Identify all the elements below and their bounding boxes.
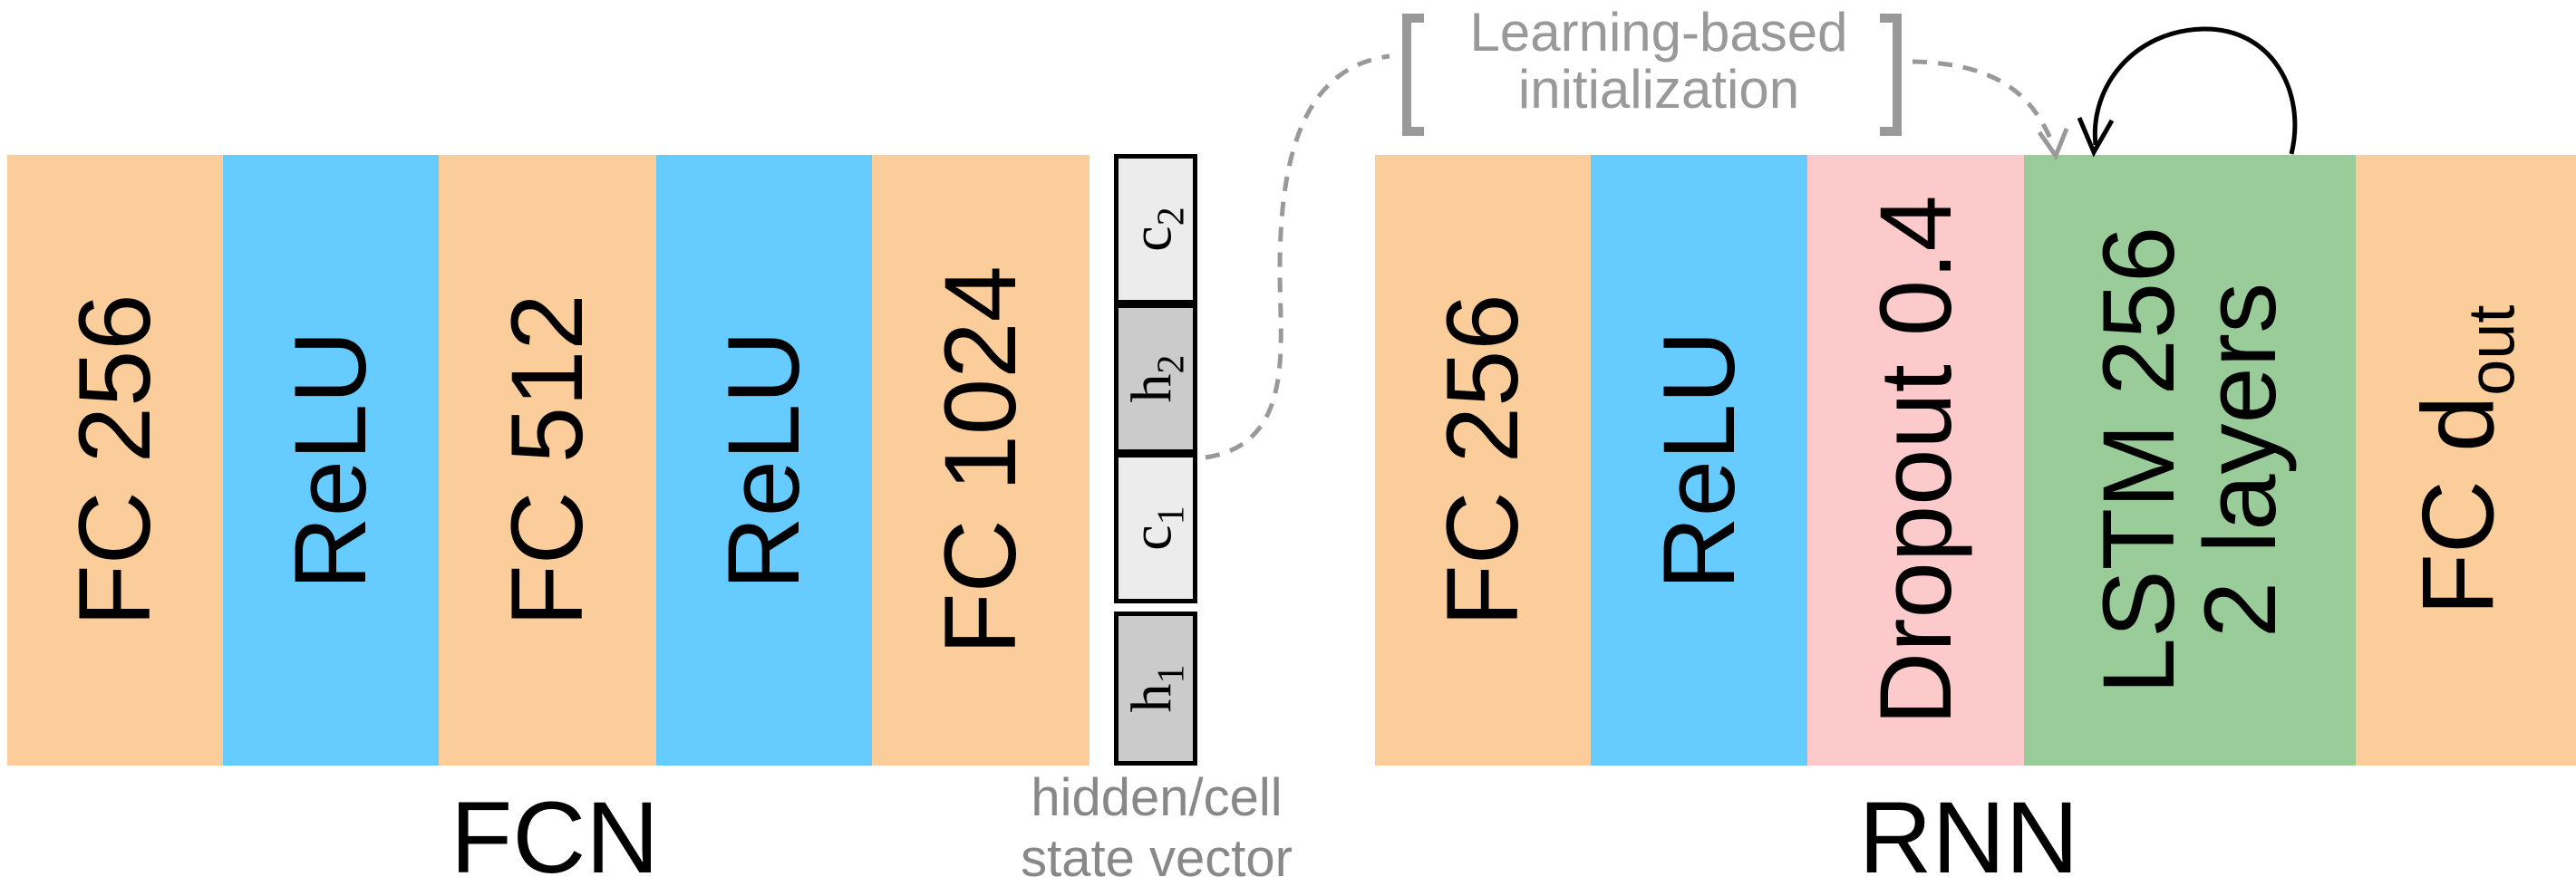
fcn-fc-1024-block: FC 1024 [872, 155, 1089, 766]
init-connector-left [1205, 53, 1390, 460]
state-vector-caption-line1: hidden/cell [1031, 768, 1283, 827]
init-note-text: Learning-based initialization [1432, 4, 1885, 118]
state-cell-h1: h1 [1114, 612, 1197, 766]
state-cell-h2: h2 [1114, 303, 1197, 454]
fcn-relu-2-block: ReLU [656, 155, 872, 766]
init-connector-right [1912, 59, 2056, 146]
fcn-fc-256-block: FC 256 [7, 155, 223, 766]
fcn-fc-512-block: FC 512 [439, 155, 656, 766]
lstm-recurrence-loop [2092, 26, 2298, 155]
init-note-line1: Learning-based [1469, 2, 1848, 63]
rnn-dropout-block: Dropout 0.4 [1807, 155, 2024, 766]
rnn-group-label: RNN [1858, 781, 2079, 894]
init-note-right-bracket [1880, 14, 1902, 136]
state-vector-caption-line2: state vector [1021, 828, 1293, 888]
init-note-left-bracket [1402, 14, 1424, 136]
fcn-group-label: FCN [450, 781, 660, 894]
rnn-lstm-block: LSTM 256 2 layers [2024, 155, 2356, 766]
state-cell-c1: c1 [1114, 453, 1197, 603]
rnn-relu-block: ReLU [1591, 155, 1807, 766]
init-note-line2: initialization [1517, 59, 1800, 120]
state-vector-caption: hidden/cell state vector [1012, 768, 1302, 889]
rnn-fc-out-block: FC dout [2356, 155, 2576, 766]
rnn-fc-256-block: FC 256 [1375, 155, 1591, 766]
fcn-relu-1-block: ReLU [223, 155, 439, 766]
init-connector-arrowhead [2037, 128, 2069, 161]
state-cell-c2: c2 [1114, 154, 1197, 304]
lstm-recurrence-arrowhead [2077, 117, 2115, 158]
